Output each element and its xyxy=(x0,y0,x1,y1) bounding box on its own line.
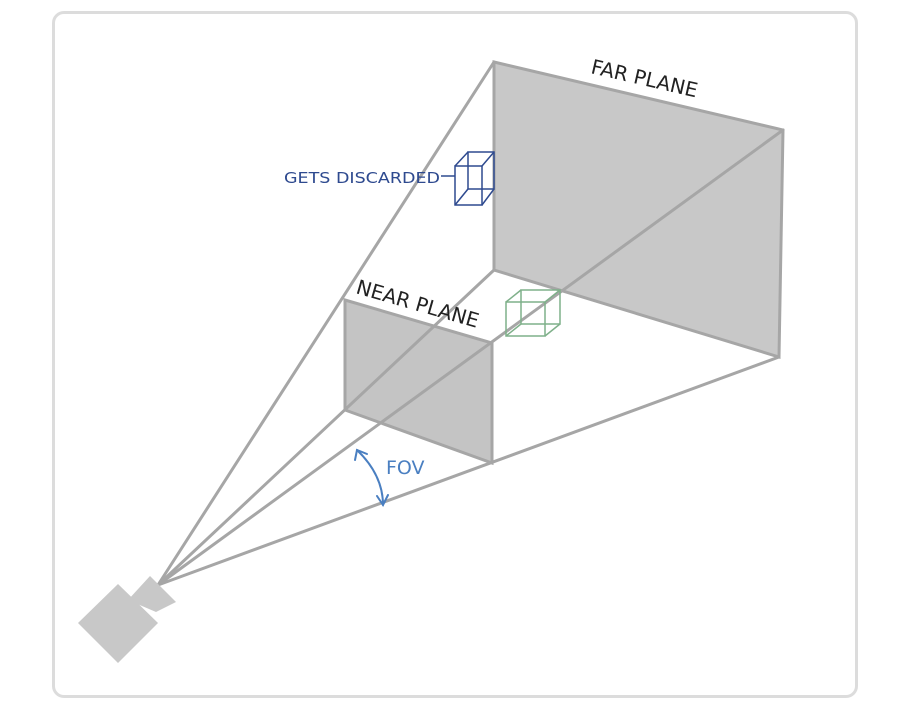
fov-label: FOV xyxy=(386,457,425,479)
fov-arc xyxy=(354,448,389,507)
frustum-edge-top-left xyxy=(156,60,496,587)
inside-cube-icon xyxy=(505,289,561,337)
frustum-edge-bottom-right xyxy=(156,355,781,587)
camera-icon xyxy=(78,576,176,663)
frustum-edge-top-right xyxy=(156,128,785,587)
discarded-cube-icon xyxy=(454,151,495,206)
frustum-edge-bottom-left xyxy=(156,268,496,587)
frustum-edges xyxy=(156,60,785,587)
far-plane xyxy=(492,60,785,360)
discarded-label: GETS DISCARDED xyxy=(284,169,440,187)
